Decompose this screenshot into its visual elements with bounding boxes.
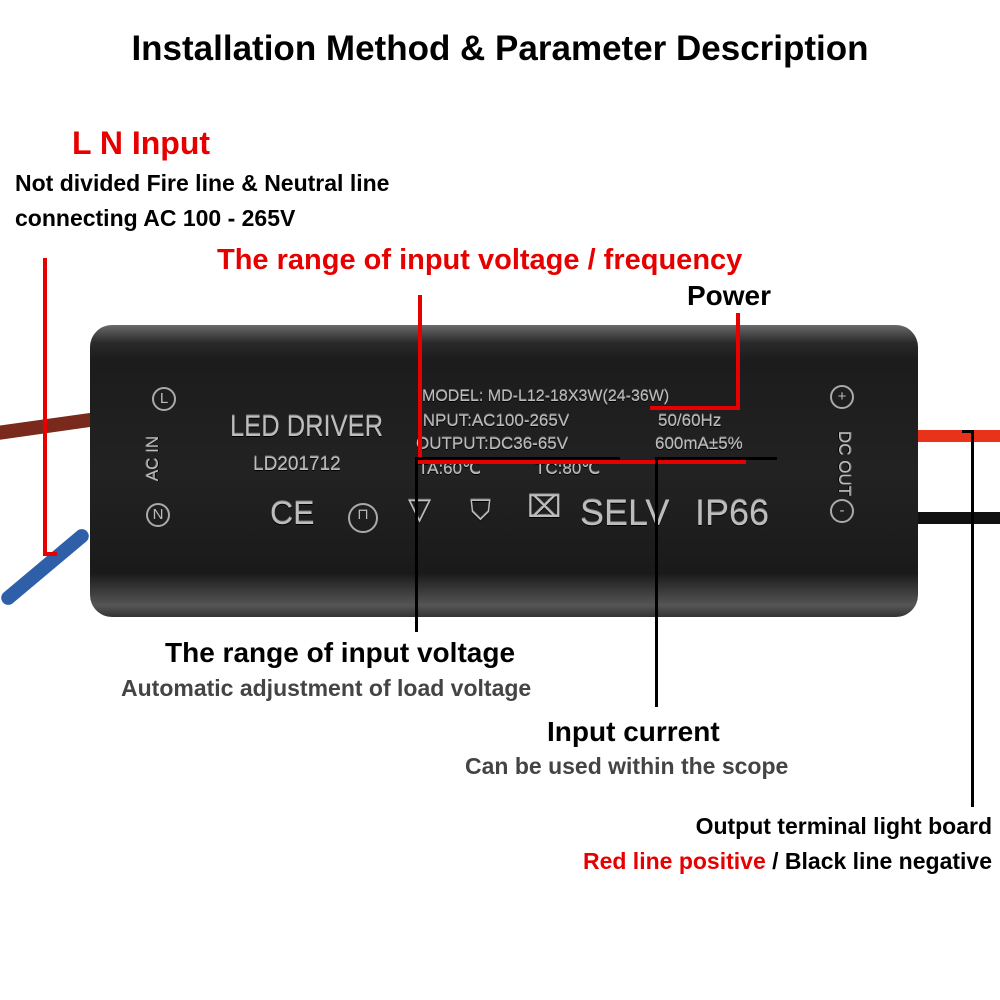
ln-input-bracket-tick xyxy=(43,552,57,556)
current-vertical-line xyxy=(655,457,658,707)
input-current-heading: Input current xyxy=(547,716,720,747)
current-text: 600mA±5% xyxy=(655,434,743,453)
selv-mark: SELV xyxy=(580,492,670,533)
black-negative-label: Black line negative xyxy=(784,848,992,874)
minus-terminal-icon: - xyxy=(830,499,854,523)
input-voltage-heading: The range of input voltage xyxy=(165,637,516,668)
input-voltage-sub: Automatic adjustment of load voltage xyxy=(121,675,532,701)
l-terminal-icon: L xyxy=(152,387,176,411)
tc-text: TC:80℃ xyxy=(535,459,601,478)
ta-text: TA:60℃ xyxy=(418,459,482,478)
input-text: INPUT:AC100-265V xyxy=(418,411,570,430)
n-terminal-icon: N xyxy=(146,503,170,527)
output-text: OUTPUT:DC36-65V xyxy=(416,434,569,453)
ac-in-label: AC IN xyxy=(143,435,163,482)
model-text: MODEL: MD-L12-18X3W(24-36W) xyxy=(422,388,670,405)
input-current-sub: Can be used within the scope xyxy=(465,753,789,779)
weee-icon: ⌧ xyxy=(527,491,562,524)
power-horizontal-line xyxy=(650,406,740,410)
output-polarity: Red line positive / Black line negative xyxy=(583,850,992,873)
output-vertical-line xyxy=(971,430,974,807)
page-title: Installation Method & Parameter Descript… xyxy=(131,29,869,68)
ip-rating: IP66 xyxy=(695,492,770,533)
dc-out-label: DC OUT xyxy=(835,430,855,497)
red-positive-label: Red line positive xyxy=(582,848,766,874)
ln-input-line2: connecting AC 100 - 265V xyxy=(15,205,296,231)
ln-input-heading: L N Input xyxy=(72,125,211,161)
output-top-tick xyxy=(962,430,974,433)
led-driver-device: L AC IN N LED DRIVER LD201712 CE ⊓ ▽ ⛉ ⌧… xyxy=(90,325,918,617)
cert-mark-icon: ⊓ xyxy=(348,503,378,533)
ln-input-bracket xyxy=(43,258,47,556)
power-vertical-line xyxy=(736,313,740,410)
input-range-vertical-line xyxy=(418,295,422,464)
input-range-frequency-label: The range of input voltage / frequency xyxy=(217,244,743,276)
power-label: Power xyxy=(687,280,772,311)
separator: / xyxy=(765,848,785,874)
voltage-horizontal-line xyxy=(415,457,620,460)
ac-red-wire xyxy=(0,411,101,443)
f-mark-icon: ▽ xyxy=(408,493,432,526)
current-horizontal-line xyxy=(655,457,777,460)
dc-black-wire xyxy=(900,512,1000,524)
output-heading: Output terminal light board xyxy=(695,813,992,839)
dc-red-wire xyxy=(900,430,1000,442)
plus-terminal-icon: + xyxy=(830,385,854,409)
device-name: LED DRIVER xyxy=(230,410,384,443)
voltage-vertical-line xyxy=(415,457,418,632)
ln-input-line1: Not divided Fire line & Neutral line xyxy=(15,170,390,196)
input-range-horizontal-line xyxy=(418,460,746,464)
device-code: LD201712 xyxy=(253,454,341,475)
freq-text: 50/60Hz xyxy=(658,411,722,430)
class-mark-icon: ⛉ xyxy=(470,495,492,526)
ce-mark: CE xyxy=(270,495,315,531)
